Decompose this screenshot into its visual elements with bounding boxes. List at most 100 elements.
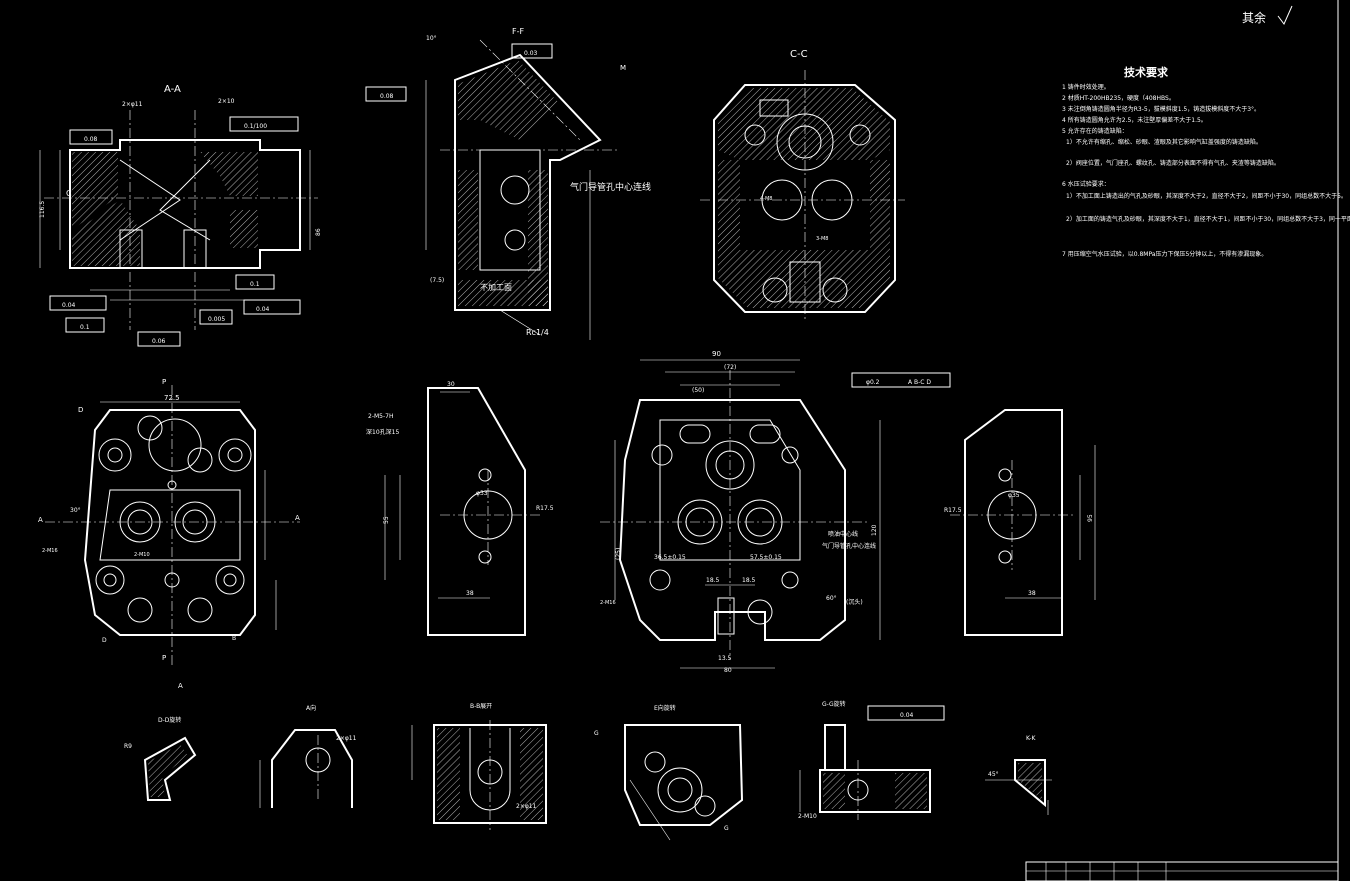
svg-text:φ35: φ35 xyxy=(1008,492,1020,499)
svg-text:95: 95 xyxy=(1087,514,1094,522)
svg-text:2×φ11: 2×φ11 xyxy=(122,101,143,108)
svg-text:4-M8: 4-M8 xyxy=(760,196,772,202)
gdt-frame xyxy=(65,317,105,333)
tech-req-item: 2）阀座位置，气门座孔、螺纹孔、铸造部分表面不得有气孔、夹渣等铸造缺陷。 xyxy=(1066,159,1280,167)
detail-view-e: E向旋转 G G xyxy=(594,704,744,841)
slot-note: (沉头) xyxy=(846,598,863,606)
gdt-frame xyxy=(851,372,951,388)
svg-text:0.1/100: 0.1/100 xyxy=(244,123,267,130)
svg-text:0.005: 0.005 xyxy=(208,316,225,323)
side-view-right: φ35 R17.5 38 95 xyxy=(944,409,1096,636)
side-view-left: 2-M5-7H 深10孔深15 φ33 R17.5 30 38 55 xyxy=(366,381,554,636)
svg-text:0.04: 0.04 xyxy=(256,306,270,313)
svg-text:120: 120 xyxy=(871,524,878,536)
hole-note: 2-M5-7H xyxy=(368,413,393,420)
svg-text:30: 30 xyxy=(447,381,455,388)
svg-text:57.5±0.15: 57.5±0.15 xyxy=(750,554,782,561)
tech-requirements: 技术要求 1 铸件时效处理。 2 材质HT-200HB235，硬度（408HBS… xyxy=(1062,65,1350,258)
svg-text:10°: 10° xyxy=(426,35,437,42)
svg-text:G: G xyxy=(724,825,729,832)
detail-view-a: A向 2×φ11 xyxy=(259,704,357,808)
svg-text:B: B xyxy=(232,635,236,642)
svg-text:38: 38 xyxy=(1028,590,1036,597)
detail-view-kk: K-K 45° xyxy=(985,735,1052,815)
svg-text:0.08: 0.08 xyxy=(84,136,98,143)
gdt-frame xyxy=(243,299,301,315)
svg-text:P: P xyxy=(162,654,166,662)
section-view-ff: F-F 0.08 0.03 气门导管孔中心连线 不加工面 Rc1/4 (7.5)… xyxy=(365,27,651,340)
thread-note: Rc1/4 xyxy=(526,328,549,337)
svg-text:18.5: 18.5 xyxy=(706,577,720,584)
svg-text:3-M8: 3-M8 xyxy=(816,236,828,242)
svg-text:2-M10: 2-M10 xyxy=(798,813,817,820)
section-view-cc: C-C 4-M8 3-M8 xyxy=(700,49,905,320)
gdt-frame xyxy=(137,331,181,347)
tech-req-item: 2 材质HT-200HB235，硬度（408HBS。 xyxy=(1062,94,1175,102)
gdt-frame xyxy=(511,43,553,59)
drawing-frame xyxy=(1025,0,1339,881)
view-label-bb: B-B展开 xyxy=(470,703,492,710)
svg-text:0.1: 0.1 xyxy=(250,281,260,288)
spray-centerline-note: 喷油中心线 xyxy=(828,530,858,538)
svg-text:38: 38 xyxy=(466,590,474,597)
svg-text:13.5: 13.5 xyxy=(718,655,732,662)
tech-req-item: 2）加工面的铸造气孔及砂眼，其深度不大于1，直径不大于1，间距不小于30，同组总… xyxy=(1066,215,1350,223)
svg-text:0.1: 0.1 xyxy=(80,324,90,331)
detail-view-gg: G-G旋转 0.04 2-M10 xyxy=(798,700,945,820)
valve-guide-note-top: 气门导管孔中心连线 xyxy=(570,181,651,193)
tech-requirements-title: 技术要求 xyxy=(1124,65,1169,79)
svg-text:0.06: 0.06 xyxy=(152,338,166,345)
svg-text:2-M16: 2-M16 xyxy=(600,600,616,606)
svg-text:0.04: 0.04 xyxy=(62,302,76,309)
section-view-aa: A-A 0.08 0.1/100 0.04 0.1 0.06 0.005 0.0… xyxy=(39,84,322,347)
svg-text:36.5±0.15: 36.5±0.15 xyxy=(654,554,686,561)
view-label-e: E向旋转 xyxy=(654,704,676,712)
not-machined-note: 不加工面 xyxy=(480,282,512,292)
svg-text:A B-C D: A B-C D xyxy=(908,379,931,386)
view-label-aa: A-A xyxy=(164,84,181,95)
detail-view-bb: B-B展开 2×φ11 xyxy=(411,703,547,830)
svg-text:A: A xyxy=(295,514,300,522)
view-label-cc: C-C xyxy=(790,49,808,60)
svg-text:D: D xyxy=(78,406,83,414)
main-view-front: 72.5 2-M10 2-M16 D A A P P A D B 30° xyxy=(38,378,300,690)
detail-view-dd: D-D旋转 R9 xyxy=(124,716,197,801)
svg-text:R17.5: R17.5 xyxy=(944,507,962,514)
svg-text:72.5: 72.5 xyxy=(164,394,180,402)
view-label-ff: F-F xyxy=(512,27,524,36)
svg-text:A: A xyxy=(38,516,43,524)
tech-requirements-list: 1 铸件时效处理。 2 材质HT-200HB235，硬度（408HBS。 3 未… xyxy=(1062,83,1350,258)
svg-text:2×φ11: 2×φ11 xyxy=(516,803,537,810)
gdt-frame xyxy=(235,274,275,290)
tech-req-item: 1 铸件时效处理。 xyxy=(1062,83,1110,91)
svg-text:45°: 45° xyxy=(988,771,999,778)
svg-text:90: 90 xyxy=(712,350,721,358)
svg-text:30°: 30° xyxy=(70,507,81,514)
gdt-frame xyxy=(365,86,407,102)
view-label-kk: K-K xyxy=(1026,735,1036,742)
svg-text:(7.5): (7.5) xyxy=(430,277,444,284)
svg-text:D: D xyxy=(102,637,107,644)
tech-req-item: 3 未注倒角铸造圆角半径为R3-5，拔模斜度1.5，铸造拔模斜度不大于3°。 xyxy=(1062,105,1260,113)
valve-guide-note-main: 气门导管孔中心连线 xyxy=(822,542,876,550)
view-label-gg: G-G旋转 xyxy=(822,700,846,708)
tech-req-item: 7 用压缩空气水压试验，以0.8MPa压力下保压5分钟以上，不得有渗漏现象。 xyxy=(1062,250,1267,258)
svg-text:R9: R9 xyxy=(124,743,132,750)
svg-text:G: G xyxy=(594,730,599,737)
tech-req-item: 1）不允许有缩孔、缩松、砂眼、渣眼及其它影响气缸盖强度的铸造缺陷。 xyxy=(1066,138,1262,146)
svg-text:M: M xyxy=(620,64,626,72)
svg-text:R17.5: R17.5 xyxy=(536,505,554,512)
svg-text:A: A xyxy=(178,682,183,690)
svg-text:(25): (25) xyxy=(615,548,622,560)
tech-req-item: 1）不加工面上铸造出的气孔及砂眼，其深度不大于2，直径不大于2，间距不小于30，… xyxy=(1066,192,1347,200)
roughness-note: 其余 xyxy=(1242,5,1293,25)
svg-text:86: 86 xyxy=(315,228,322,236)
svg-text:116.5: 116.5 xyxy=(39,201,46,218)
svg-text:2-M16: 2-M16 xyxy=(42,548,58,554)
roughness-note-text: 其余 xyxy=(1242,10,1266,25)
svg-text:0.03: 0.03 xyxy=(524,50,538,57)
gdt-frame xyxy=(229,116,299,132)
svg-text:80: 80 xyxy=(724,667,732,674)
svg-text:C: C xyxy=(66,189,72,198)
svg-text:P: P xyxy=(162,378,166,386)
